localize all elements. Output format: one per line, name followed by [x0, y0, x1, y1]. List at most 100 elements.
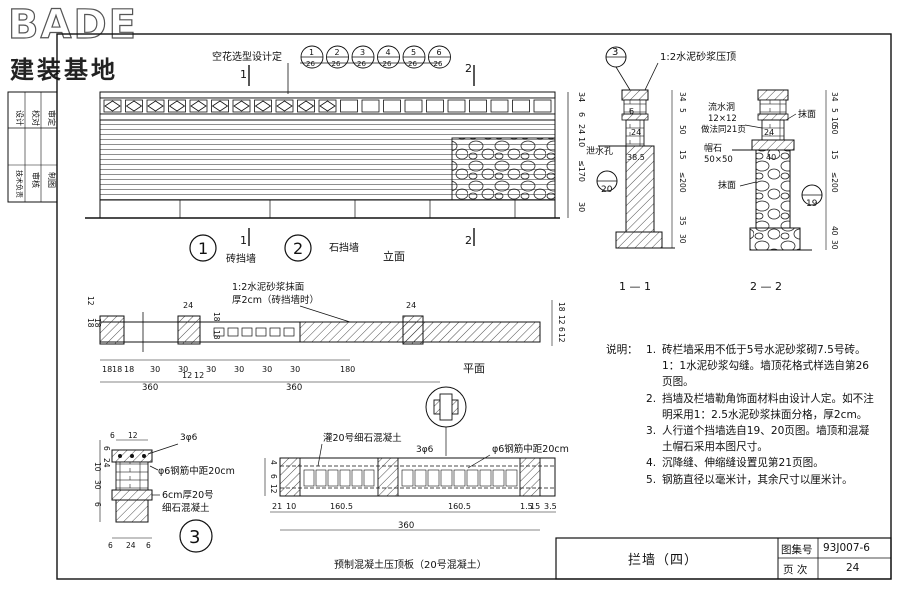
label-2-num: 2	[293, 239, 303, 258]
s22-dim: 40	[830, 226, 839, 236]
lattice-cell	[275, 99, 294, 113]
lattice-cell	[211, 99, 229, 113]
slab-dim-left: 12	[269, 484, 278, 494]
callout-page: 26	[357, 60, 366, 68]
section11-top-note: 1:2水泥砂浆压顶	[660, 50, 736, 63]
callout-number: 1	[309, 48, 314, 57]
s22-dim-inner: 24	[764, 128, 774, 137]
lattice-diamond	[297, 100, 315, 112]
lattice-diamond	[104, 100, 121, 112]
d3-slab-note-1: 6cm厚20号	[162, 490, 214, 501]
lattice-diamond	[276, 100, 293, 112]
slab-dim-left: 6	[269, 474, 278, 479]
slab-caption: 预制混凝土压顶板（20号混凝土）	[334, 558, 487, 571]
callout-page: 26	[383, 60, 392, 68]
section11-dim-left: 6	[629, 107, 634, 116]
slab-bar-label: 3φ6	[416, 445, 434, 455]
plan-dim-left: 18	[86, 318, 95, 328]
plan-note-2: 厚2cm（砖挡墙时）	[232, 294, 319, 306]
plan-dim-right: 18	[557, 302, 566, 312]
lattice-cell	[254, 99, 272, 113]
lattice-cell	[297, 99, 315, 113]
side-block-label: 技术负责	[15, 170, 24, 198]
callout-number: 6	[437, 48, 442, 57]
note-item: 说明： 1. 砖栏墙采用不低于5号水泥砂浆砌7.5号砖。1：1水泥砂浆勾缝。墙顶花格…	[606, 342, 874, 391]
plan-dim-left: 12	[86, 296, 95, 306]
plan-note-1: 1:2水泥砂浆抹面	[232, 281, 304, 293]
atlas-value: 93J007-6	[823, 542, 870, 554]
s22-cap-size: 50×50	[704, 155, 733, 165]
section-1-1: 3 1:2水泥砂浆压顶 泄水孔 20 6 24 38.5 34 5 50	[586, 46, 736, 293]
plan-cell	[283, 327, 295, 337]
note-item: 3.人行道个挡墙选自19、20页图。墙顶和混凝土帽石采用本图尺寸。	[606, 423, 874, 455]
plan-cell	[269, 327, 281, 337]
s11-dim: 35	[678, 216, 687, 226]
plan-dim-mid: 18	[212, 330, 221, 340]
plan-dim-lower: 12	[182, 371, 192, 380]
slab-dim-bottom: 10	[286, 502, 296, 511]
s22-plaster-1: 抹面	[798, 108, 816, 120]
s11-dim: 5	[678, 108, 687, 113]
plan-dim-bottom: 180	[340, 365, 355, 374]
section11-title: 1 — 1	[619, 280, 651, 293]
plan-dim-top: 24	[406, 301, 416, 310]
lattice-diamond	[254, 100, 272, 112]
lattice-cell	[168, 99, 186, 113]
slab-cell	[505, 469, 518, 487]
slab-dim-bottom: 160.5	[330, 502, 353, 511]
slab-dim-bottom: 21	[272, 502, 282, 511]
plan-dim-bottom: 30	[290, 365, 300, 374]
section-mark-1-bottom: 1	[240, 234, 247, 247]
note-item: 5.钢筋直径以毫米计，其余尺寸以厘米计。	[606, 472, 874, 488]
plan-cell	[255, 327, 267, 337]
d3-callout-num: 3	[189, 527, 200, 548]
s11-dim: 15	[678, 150, 687, 160]
elev-dim: 24	[577, 124, 586, 134]
slab-dim-bottom: 160.5	[448, 502, 471, 511]
section11-callout-num: 3	[612, 47, 618, 58]
callout-number: 5	[411, 48, 416, 57]
s11-dim: ≤200	[678, 172, 687, 193]
s22-dim: ≤200	[830, 172, 839, 193]
sheet-border	[56, 33, 892, 580]
slab-cell	[339, 469, 351, 487]
note-item: 4.沉降缝、伸缩缝设置见第21页图。	[606, 455, 874, 471]
elevation-title: 立面	[383, 249, 405, 263]
section-2-2: 流水洞 12×12 做法同21页 抹面 帽石 50×50 24 40 抹面 19…	[701, 89, 839, 293]
note-text: 人行道个挡墙选自19、20页图。墙顶和混凝土帽石采用本图尺寸。	[662, 425, 870, 454]
section22-title: 2 — 2	[750, 280, 782, 293]
d3-dim-bottom: 6	[108, 541, 113, 550]
lattice-diamond	[168, 100, 186, 112]
s11-dim: 30	[678, 234, 687, 244]
section-mark-2-bottom: 2	[465, 234, 472, 247]
note-number: 1.	[646, 344, 657, 356]
s11-dim: 34	[678, 92, 687, 102]
s22-drain-size: 12×12	[708, 114, 737, 124]
side-block-label: 校对	[31, 110, 41, 126]
note-text: 砖栏墙采用不低于5号水泥砂浆砌7.5号砖。1：1水泥砂浆勾缝。墙顶花格式样选自第…	[662, 344, 870, 389]
note-indent	[606, 391, 646, 423]
notes-heading: 说明：	[606, 344, 638, 356]
d3-dim-top: 6	[110, 431, 115, 440]
s22-dim: 5	[830, 108, 839, 113]
label-2-text: 石挡墙	[329, 241, 359, 254]
d3-dim-top: 12	[128, 431, 138, 440]
note-item: 2.挡墙及栏墙勒角饰面材料由设计人定。如不注明采用1：2.5水泥砂浆抹面分格，厚…	[606, 391, 874, 423]
slab-cell	[427, 469, 440, 487]
side-block: 审定 校对 设计 制图 审核 技术负责	[7, 91, 58, 203]
logo-bade: BADE	[7, 1, 138, 48]
note-indent	[606, 472, 646, 488]
lattice-diamond	[125, 100, 143, 112]
lattice-cell	[146, 99, 165, 113]
side-block-label: 审核	[31, 172, 41, 188]
slab-dim-bottom: 1.5	[520, 502, 533, 511]
callout-page: 26	[306, 60, 315, 68]
s22-dim-inner: 40	[766, 153, 776, 162]
slab-cell	[479, 469, 492, 487]
side-block-label: 审定	[47, 110, 57, 126]
plan-dim-bottom: 30	[234, 365, 244, 374]
